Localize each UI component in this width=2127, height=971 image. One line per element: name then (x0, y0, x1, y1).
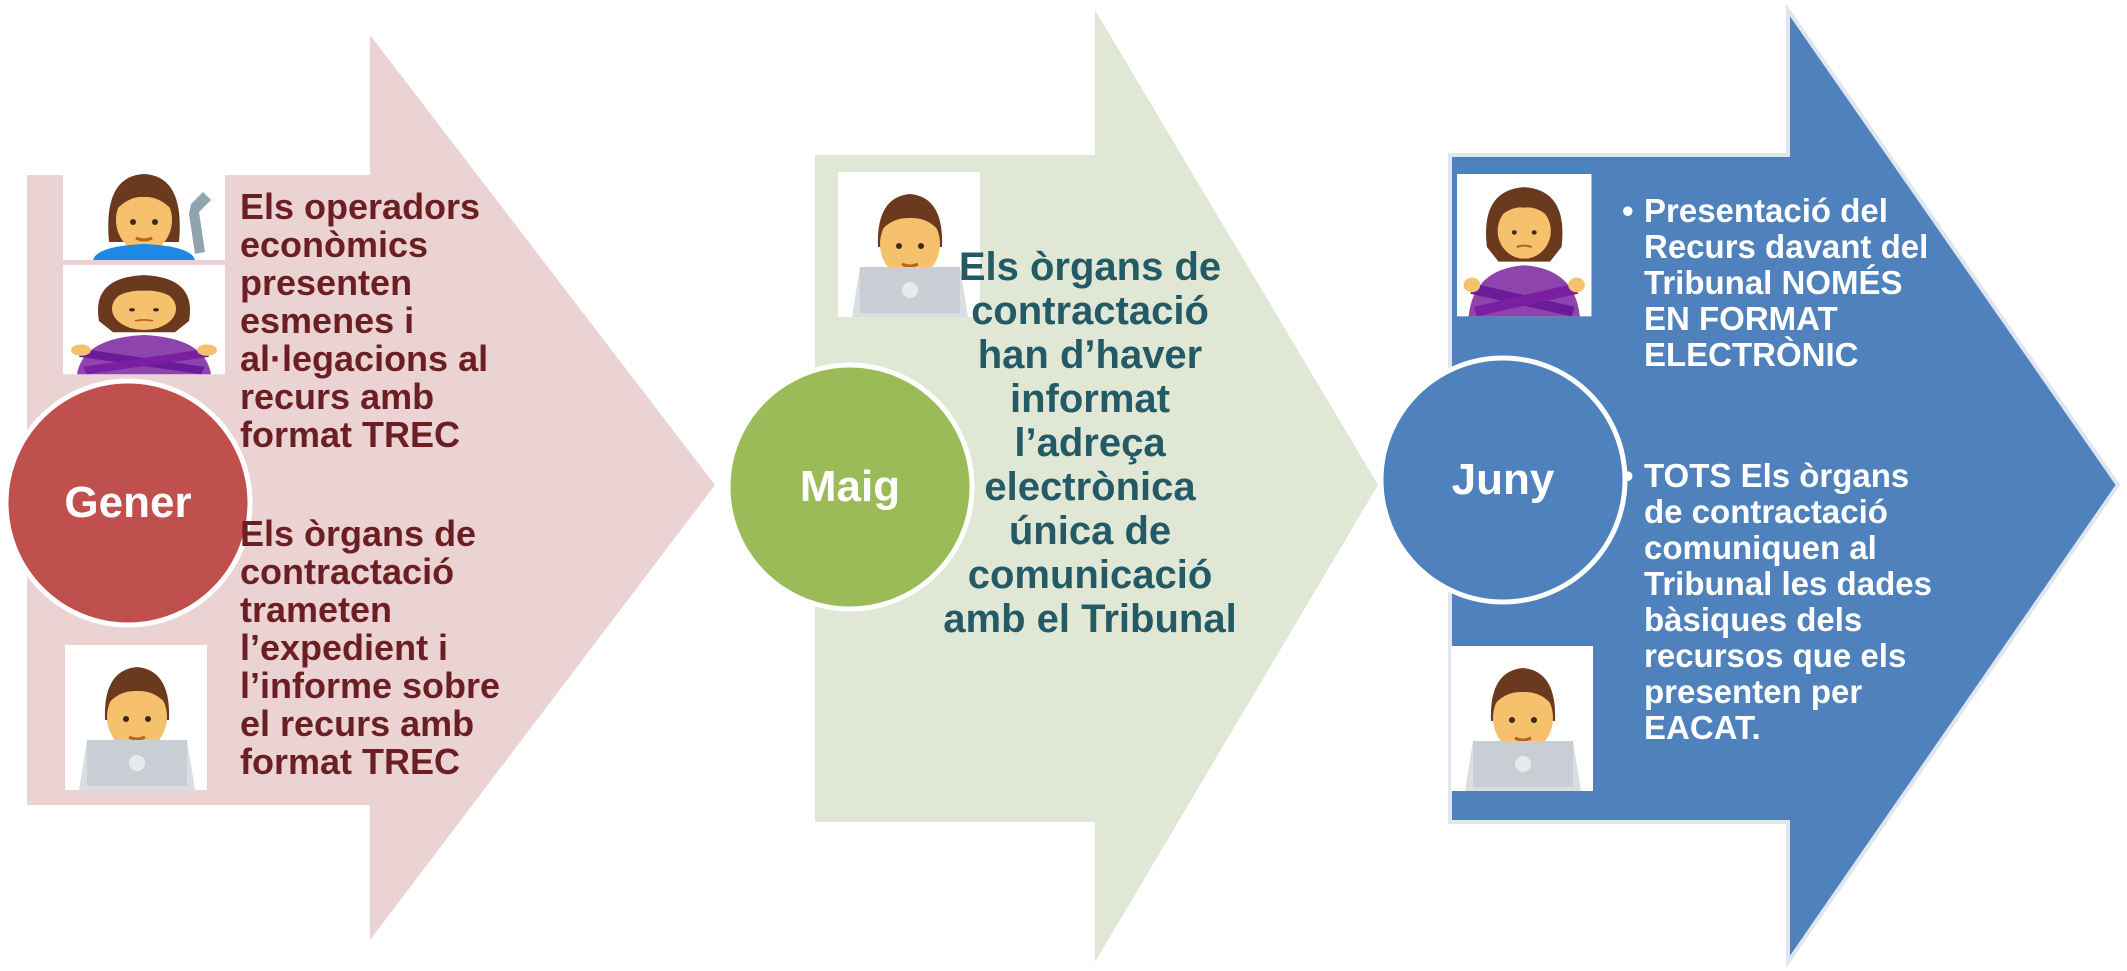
circle-maig (725, 362, 975, 612)
woman-gesturing-no-icon (1455, 172, 1593, 318)
woman-gesturing-no-icon (61, 263, 227, 376)
man-technologist-icon (63, 643, 209, 792)
juny-bullet-1: • Presentació del Recurs davant del Trib… (1622, 193, 1942, 373)
juny-bullet-2-text: TOTS Els òrgans de contractació comuniqu… (1644, 457, 1932, 746)
circle-juny (1378, 355, 1628, 605)
circle-label-maig: Maig (799, 462, 901, 511)
circle-label-juny: Juny (1451, 455, 1555, 504)
woman-mechanic-icon (61, 170, 227, 262)
juny-bullet-2: • TOTS Els òrgans de contractació comuni… (1622, 458, 1942, 746)
gener-text-operators: Els operadors econòmics presenten esmene… (240, 186, 489, 455)
man-technologist-icon (1449, 644, 1595, 793)
gener-text-organs: Els òrgans de contractació trameten l’ex… (240, 513, 501, 782)
maig-text: Els òrgans de contractació han d’haver i… (943, 245, 1237, 641)
circle-gener (3, 378, 253, 628)
bullet-dot: • (1622, 192, 1634, 229)
juny-bullet-1-text: Presentació del Recurs davant del Tribun… (1644, 192, 1929, 373)
circle-label-gener: Gener (64, 478, 192, 527)
arrow-juny (1448, 3, 2121, 969)
bullet-dot: • (1622, 457, 1634, 494)
